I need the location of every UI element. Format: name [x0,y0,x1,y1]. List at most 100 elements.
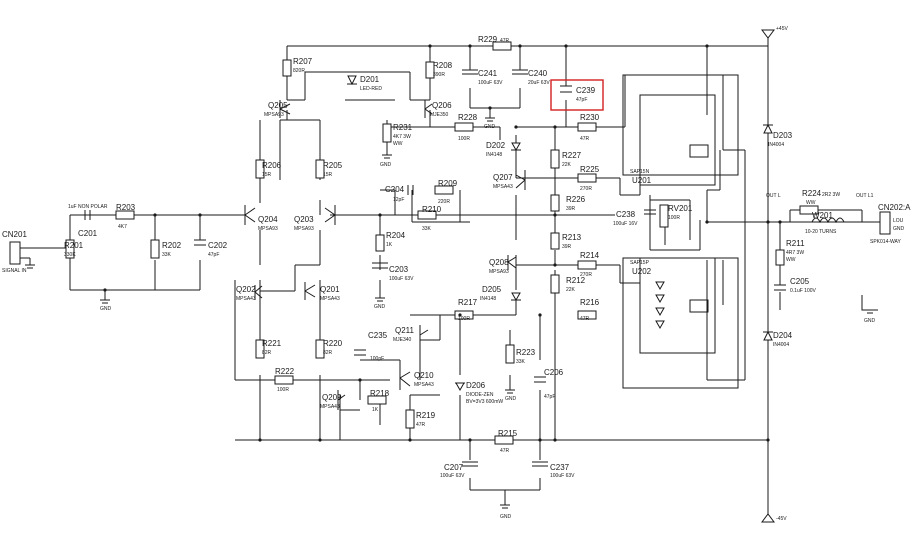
ic-bodies [622,74,739,389]
c204-val: 12pF [393,197,404,203]
c237-ref: C237 [550,463,570,472]
q206-ref: Q206 [432,101,452,110]
c206-ref: C206 [544,368,564,377]
r214-ref: R214 [580,251,600,260]
c235-val: 100pF [370,356,384,362]
d206-ref: D206 [466,381,486,390]
r220-ref: R220 [323,339,343,348]
q204-type: MPSA93 [258,226,278,232]
lou-label: LOU [893,218,904,224]
d205-ref: D205 [482,285,502,294]
gnd-pin-label: GND [893,226,905,232]
d203-type: IN4004 [768,142,784,148]
q203-type: MPSA93 [294,226,314,232]
c206-val: 47pF [544,394,555,400]
ground-symbols [25,117,878,509]
junction-dots [103,44,782,442]
gnd-input: GND [100,306,112,312]
d201-ref: D201 [360,75,380,84]
q206-type: MJE350 [430,112,449,118]
rv201-val: 100R [668,215,680,221]
r219-val: 47R [416,422,426,428]
q207-type: MPSA43 [493,184,513,190]
resistor-bodies [65,41,819,445]
r221-val: 82R [262,350,272,356]
r213-val: 39R [562,244,572,250]
u202-type: SAP15P [630,260,650,266]
d206-extra: BV=3V3 600mW [466,399,503,405]
r224-ref: R224 [802,189,822,198]
r227-ref: R227 [562,151,582,160]
r210-val: 33K [422,226,432,232]
spk-label: SPK014-WAY [870,239,902,245]
capacitor-symbols [84,69,786,467]
r223-ref: R223 [516,348,536,357]
c241-ref: C241 [478,69,498,78]
r212-val: 22K [566,287,576,293]
rv201-ref: RV201 [668,204,693,213]
q210-ref: Q210 [414,371,434,380]
r201-val: 330K [64,252,76,258]
gnd-r223: GND [505,396,517,402]
u201-type: SAP15N [630,169,650,175]
r211-extra: WW [786,257,796,263]
r225-ref: R225 [580,165,600,174]
plus-supply-arrow [761,29,775,39]
r215-ref: R215 [498,429,518,438]
r231-val: 4K7 3W [393,134,411,140]
r216-ref: R216 [580,298,600,307]
r208-val: 390R [433,72,445,78]
r224-extra: WW [806,200,816,206]
r222-ref: R222 [275,367,295,376]
out-l-label: OUT L [766,193,781,199]
cn202-label: CN202:A [878,203,911,212]
r207-ref: R207 [293,57,313,66]
r202-val: 33K [162,252,172,258]
text-labels: CN201 SIGNAL IN CN202:A SPK014-WAY LOU G… [2,26,911,522]
q210-type: MPSA43 [414,382,434,388]
r224-val: 2R2 3W [822,192,840,198]
out-l1-label: OUT L1 [856,193,874,199]
d202-type: IN4148 [486,152,502,158]
r204-ref: R204 [386,231,406,240]
gnd-bottom: GND [500,514,512,520]
r216-val: 47R [580,316,590,322]
d201-type: LED-RED [360,86,382,92]
c203-val: 100uF 63V [389,276,414,282]
c204-ref: C204 [385,185,405,194]
r213-ref: R213 [562,233,582,242]
d205-type: IN4148 [480,296,496,302]
r219-ref: R219 [416,411,436,420]
d204-type: IN4004 [773,342,789,348]
w201-val: 10-20 TURNS [805,229,837,235]
c201-ref: C201 [78,229,98,238]
r222-val: 100R [277,387,289,393]
r205-ref: R205 [323,161,343,170]
q208-ref: Q208 [489,258,509,267]
cn202-body [879,211,891,235]
r229-val: 47R [500,38,510,44]
q205-type: MPSA93 [264,112,284,118]
q204-ref: Q204 [258,215,278,224]
r230-val: 47R [580,136,590,142]
q202-type: MPSA43 [236,296,256,302]
r226-val: 39R [566,206,576,212]
r215-val: 47R [500,448,510,454]
r206-val: 15R [262,172,272,178]
c203-ref: C203 [389,265,409,274]
r203-ref: R203 [116,203,136,212]
d206-type: DIODE-ZEN [466,392,494,398]
c239-val: 47pF [576,97,587,103]
r221-ref: R221 [262,339,282,348]
c207-val: 100uF 63V [440,473,465,479]
r226-ref: R226 [566,195,586,204]
c237-val: 100uF 63V [550,473,575,479]
c241-val: 100uF 63V [478,80,503,86]
plus45-label: +45V [776,26,788,32]
r231-ref: R231 [393,123,413,132]
r228-val: 100R [458,136,470,142]
signal-in-label: SIGNAL IN [2,268,27,274]
c202-ref: C202 [208,241,228,250]
highlight-box [550,79,604,111]
